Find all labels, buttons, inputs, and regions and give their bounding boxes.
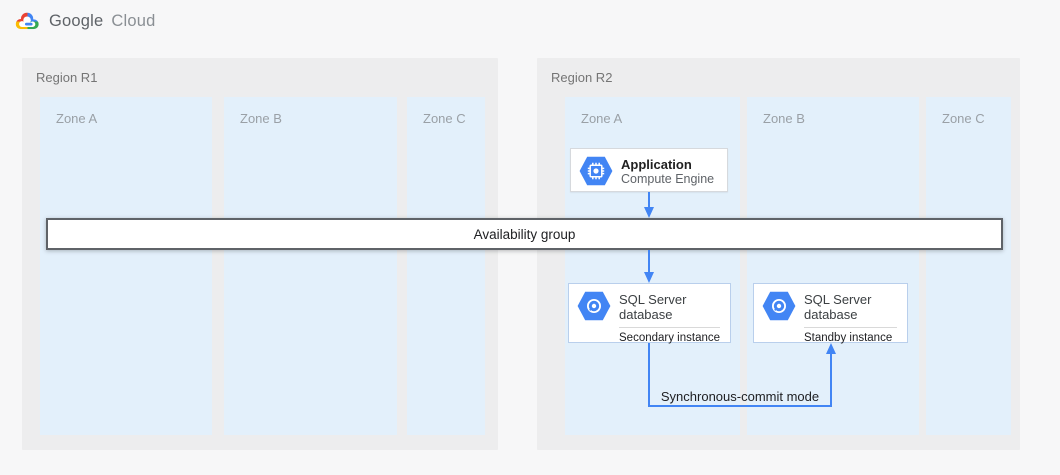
zone-label: Zone C	[942, 111, 985, 126]
region-r1-zone-b: Zone B	[224, 97, 397, 435]
sql-secondary-instance-label: Secondary instance	[619, 332, 721, 344]
region-r1-zone-c: Zone C	[407, 97, 485, 435]
application-node-text: Application Compute Engine	[621, 156, 727, 187]
sql-secondary-text: SQL Server database Secondary instance	[619, 291, 730, 345]
cloud-sql-icon	[762, 291, 804, 326]
sql-standby-title: SQL Server database	[804, 292, 872, 322]
application-node: Application Compute Engine	[570, 148, 728, 192]
region-r1: Region R1 Zone A Zone B Zone C	[22, 58, 498, 450]
application-subtitle: Compute Engine	[621, 172, 715, 186]
sql-standby-text: SQL Server database Standby instance	[804, 291, 907, 345]
region-r1-label: Region R1	[36, 70, 98, 85]
divider	[804, 327, 897, 328]
zone-label: Zone A	[581, 111, 623, 126]
sync-commit-mode-label: Synchronous-commit mode	[660, 389, 820, 404]
region-r1-zone-a: Zone A	[40, 97, 212, 435]
google-cloud-brand: Google Cloud	[14, 7, 156, 35]
zone-label: Zone B	[240, 111, 282, 126]
application-title: Application	[621, 157, 692, 172]
region-r2-label: Region R2	[551, 70, 613, 85]
sql-secondary-title: SQL Server database	[619, 292, 687, 322]
sql-secondary-node: SQL Server database Secondary instance	[568, 283, 731, 345]
zone-label: Zone A	[56, 111, 98, 126]
brand-text-google: Google	[49, 11, 104, 30]
region-r2-zone-c: Zone C	[926, 97, 1011, 435]
zone-label: Zone B	[763, 111, 805, 126]
region-r2-zone-b: Zone B	[747, 97, 919, 435]
brand-text-cloud: Cloud	[111, 11, 156, 30]
availability-group-label: Availability group	[473, 226, 576, 242]
zone-label: Zone C	[423, 111, 466, 126]
compute-engine-icon	[579, 156, 621, 191]
availability-group-band: Availability group	[46, 218, 1003, 250]
sql-standby-instance-label: Standby instance	[804, 332, 893, 344]
cloud-sql-icon	[577, 291, 619, 326]
google-cloud-logo-icon	[14, 11, 41, 32]
divider	[619, 327, 720, 328]
sql-standby-node: SQL Server database Standby instance	[753, 283, 908, 345]
